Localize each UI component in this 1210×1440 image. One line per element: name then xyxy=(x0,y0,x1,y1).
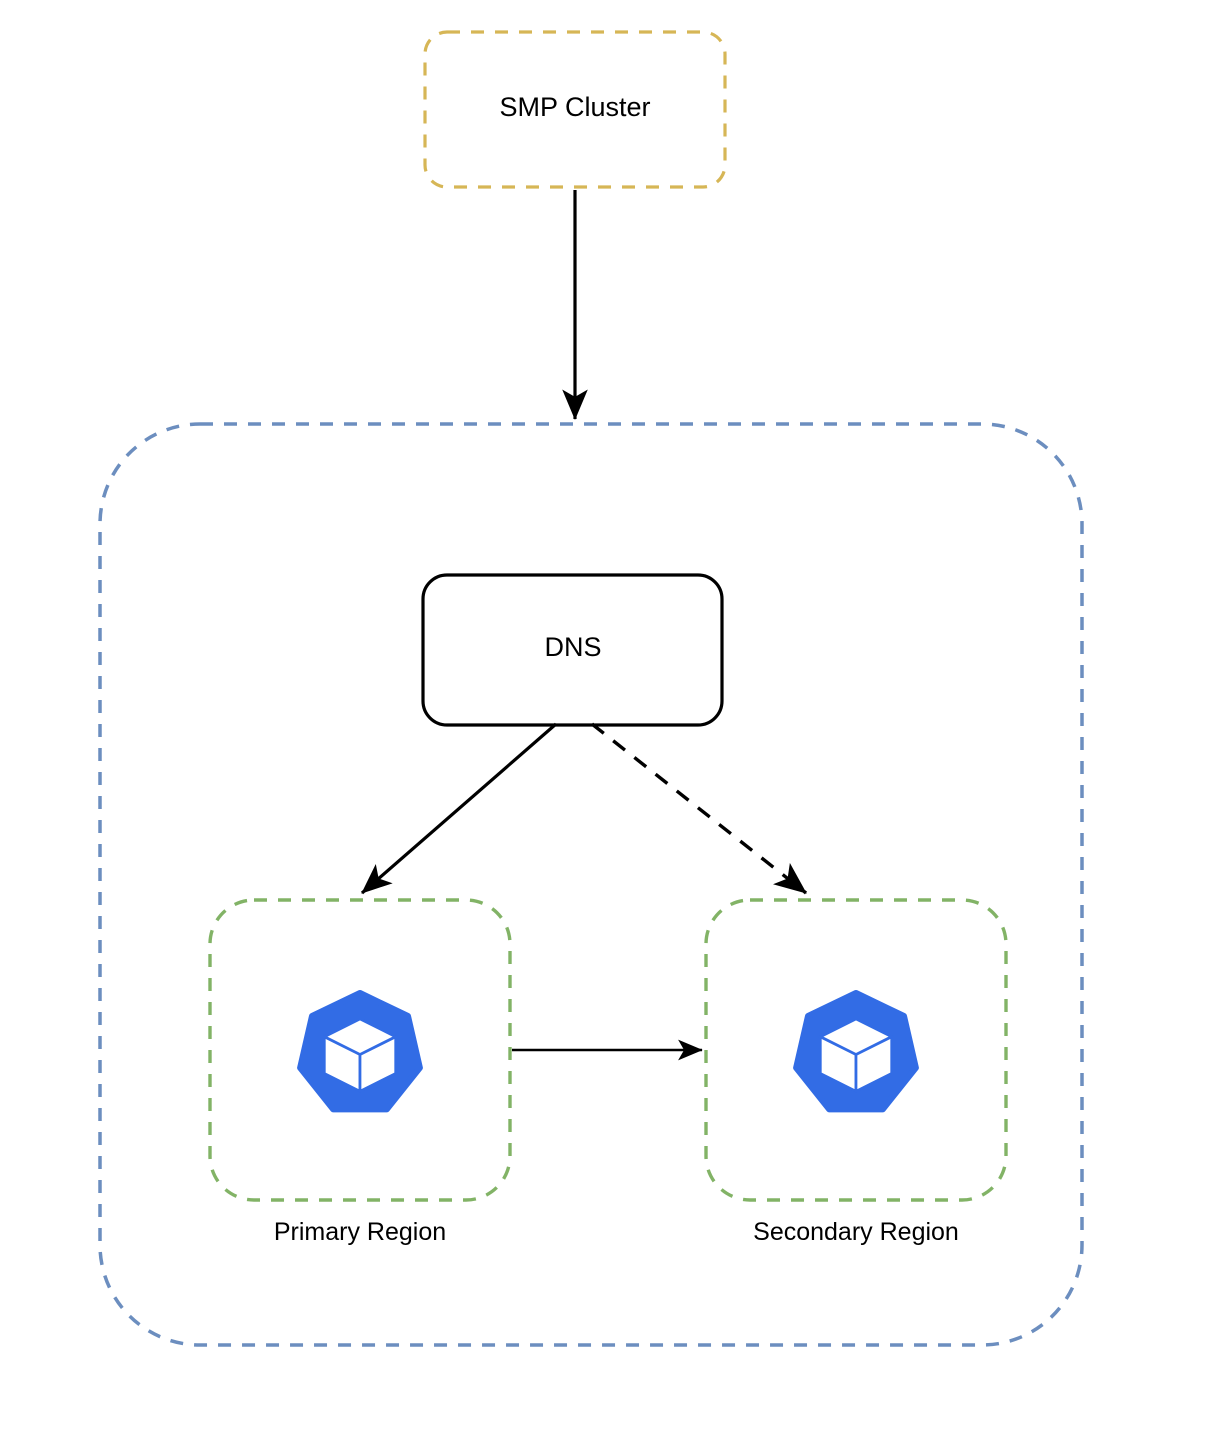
edge-dns-to-secondary xyxy=(590,722,808,895)
kubernetes-icon xyxy=(300,993,419,1109)
outer-container-box xyxy=(98,422,1084,1347)
dns-label: DNS xyxy=(544,632,602,662)
dns-box[interactable] xyxy=(421,573,724,727)
kubernetes-icon xyxy=(796,993,915,1109)
smp-cluster-label: SMP Cluster xyxy=(499,92,651,122)
primary-region-label: Primary Region xyxy=(273,1218,447,1246)
secondary-region-label: Secondary Region xyxy=(753,1218,959,1246)
smp-cluster-box[interactable] xyxy=(423,30,727,189)
edge-dns-to-primary xyxy=(360,722,558,895)
